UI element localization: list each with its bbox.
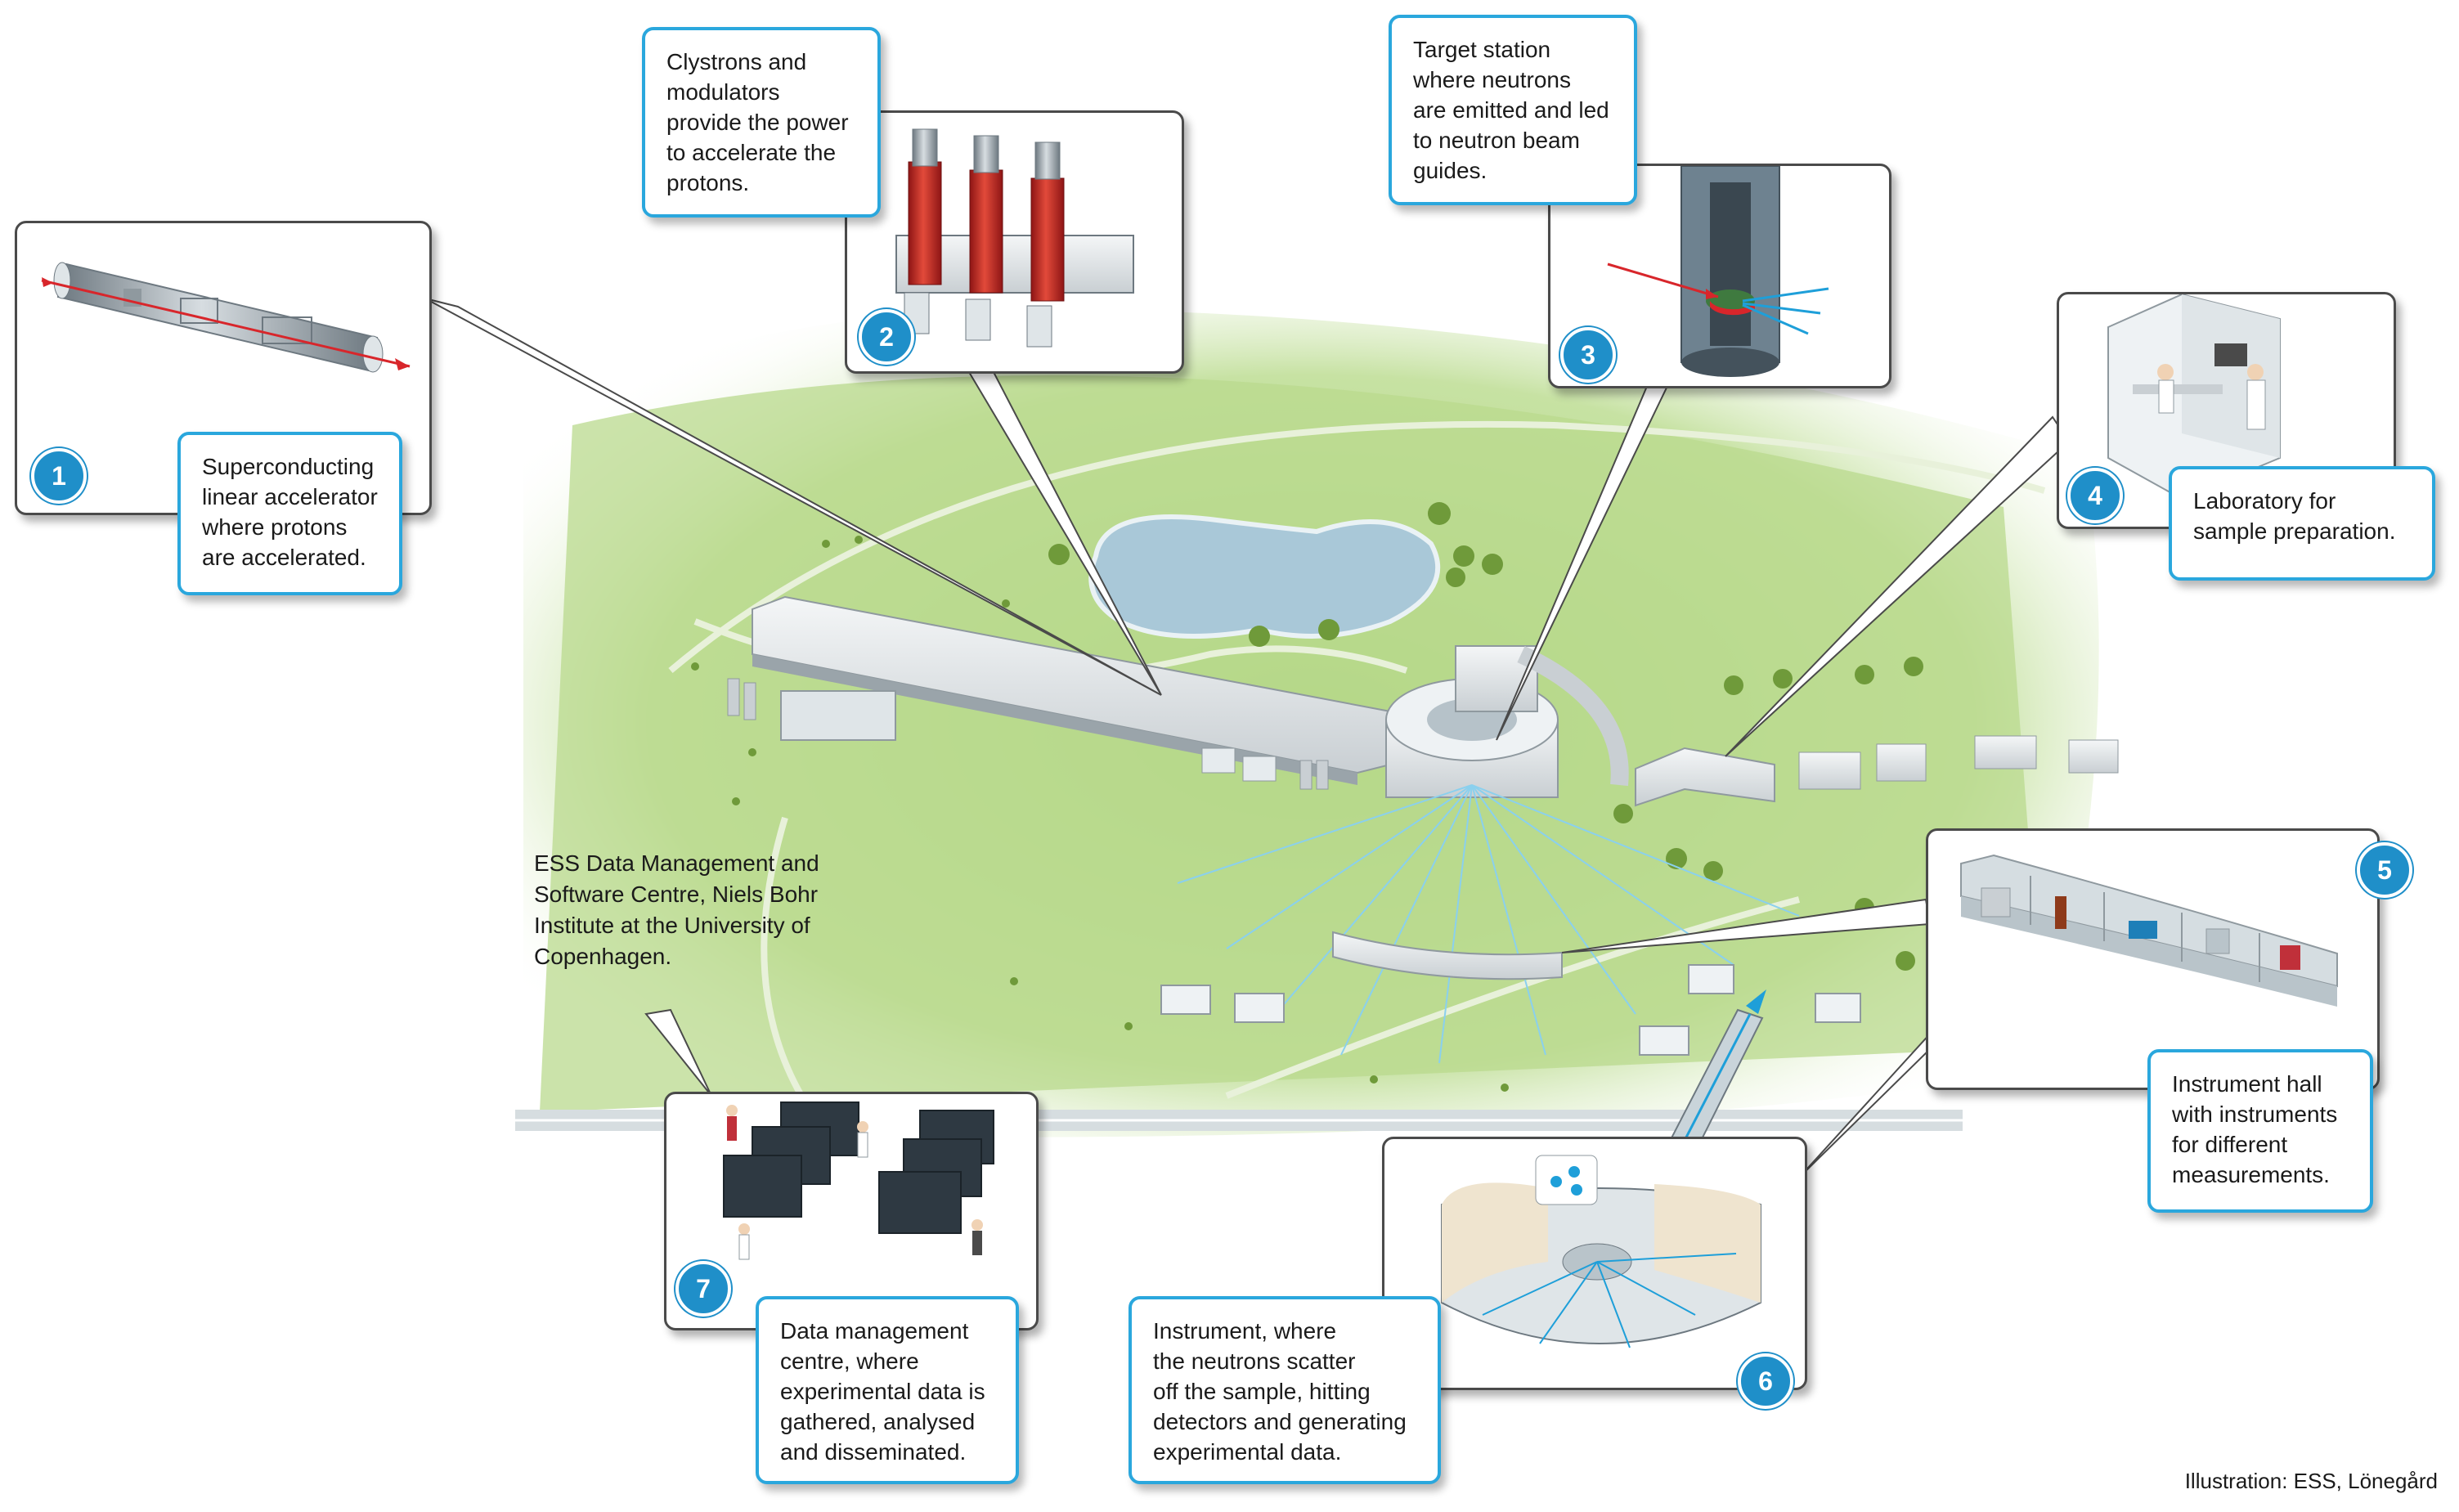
instrument-hall xyxy=(1160,735,2119,1056)
callout-5-text: Instrument hall with instruments for dif… xyxy=(2147,1049,2373,1213)
panel-instrument-hall xyxy=(1926,828,2380,1090)
callout-7-text: Data management centre, where experiment… xyxy=(756,1296,1019,1484)
target-station-building xyxy=(1385,645,1629,798)
callout-6-text: Instrument, where the neutrons scatter o… xyxy=(1129,1296,1441,1484)
badge-4: 4 xyxy=(2067,468,2123,523)
badge-3: 3 xyxy=(1560,327,1616,383)
dmsc-label: ESS Data Management and Software Centre,… xyxy=(534,850,819,969)
detector-illustration xyxy=(1441,1155,1761,1348)
callout-pointers xyxy=(424,298,2071,1178)
linac-building xyxy=(727,595,1391,790)
badge-5: 5 xyxy=(2357,842,2412,898)
accelerator-tube-illustration xyxy=(41,262,411,373)
callout-2-text: Clystrons and modulators provide the pow… xyxy=(642,27,881,218)
target-illustration xyxy=(1607,166,1829,377)
server-racks-illustration xyxy=(723,1101,994,1234)
trees xyxy=(691,502,1923,1092)
panel-instrument xyxy=(1382,1137,1807,1390)
illustration-credit: Illustration: ESS, Lönegård xyxy=(2184,1469,2438,1493)
callout-3-text: Target station where neutrons are emitte… xyxy=(1389,15,1637,205)
people-illustration xyxy=(726,1105,983,1260)
callout-1-text: Superconducting linear accelerator where… xyxy=(177,432,402,595)
callout-4-text: Laboratory for sample preparation. xyxy=(2169,466,2435,581)
badge-6: 6 xyxy=(1738,1353,1793,1409)
lab-illustration xyxy=(2107,294,2281,500)
badge-1: 1 xyxy=(31,448,87,504)
instrument-hall-illustration xyxy=(1960,854,2338,1007)
badge-7: 7 xyxy=(675,1261,731,1317)
badge-2: 2 xyxy=(859,309,914,365)
klystron-illustration xyxy=(895,128,1134,348)
